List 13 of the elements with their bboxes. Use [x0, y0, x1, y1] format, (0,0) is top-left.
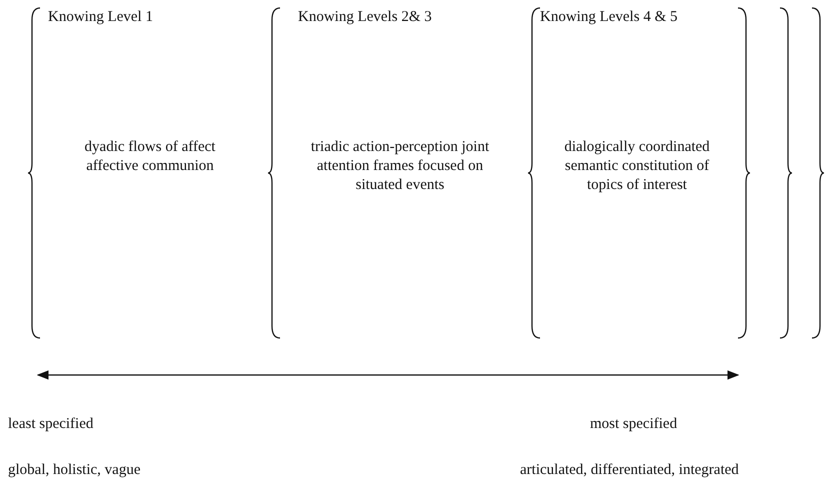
brace-group: [528, 6, 750, 340]
scale-label: most specified: [590, 415, 678, 433]
scale-label: least specified: [8, 415, 94, 433]
description-text: triadic action-perception joint attention frames focused on situated events: [310, 138, 490, 195]
heading: Knowing Levels 4 & 5: [540, 8, 678, 26]
description-text: dialogically coordinated semantic constitution of topics of interest: [563, 138, 711, 195]
brace-group: [28, 6, 824, 340]
heading: Knowing Level 1: [48, 8, 153, 26]
brace-group: [268, 6, 792, 340]
description-text: dyadic flows of affect affective communion: [84, 138, 216, 176]
scale-label: articulated, differentiated, integrated: [520, 461, 739, 479]
scale-label: global, holistic, vague: [8, 461, 140, 479]
heading: Knowing Levels 2& 3: [298, 8, 432, 26]
